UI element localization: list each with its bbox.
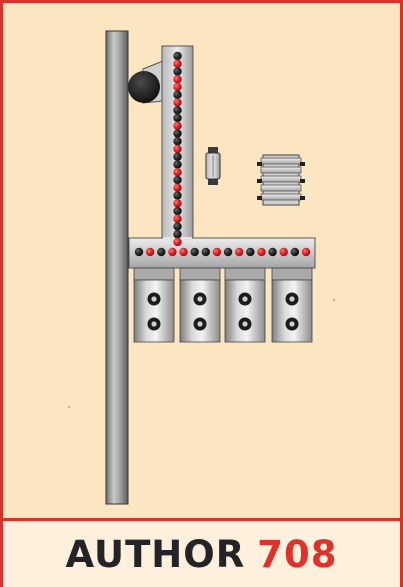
black-dot [173,106,182,115]
black-dot [246,247,255,257]
red-dot [279,247,288,257]
column-dots [173,51,182,247]
title-divider [3,518,400,521]
black-dot [173,90,182,99]
red-dot [257,247,266,257]
red-dot [301,247,311,257]
black-dot [173,191,182,200]
artwork [68,30,335,505]
module [179,267,221,343]
black-dot [268,247,277,257]
modules [133,267,313,343]
black-dot [223,247,233,257]
red-dot [179,247,188,257]
connector-block [257,154,305,206]
black-dot [173,206,182,216]
black-dot [173,51,182,61]
red-dot [173,121,182,130]
tall-bar [105,30,129,505]
black-dot [173,222,182,231]
red-dot [173,199,182,208]
black-dot [173,129,182,138]
red-dot [235,247,244,257]
black-dot [173,137,182,146]
black-dot [290,247,300,257]
module [224,267,266,343]
module [133,267,175,343]
black-dot [173,175,182,185]
fuse-cylinder [205,147,221,185]
red-dot [173,82,182,92]
title-number: 708 [257,532,338,576]
red-dot [145,247,155,257]
title-word: AUTHOR [65,532,246,576]
red-dot [173,214,182,223]
red-dot [173,183,182,192]
red-dot [173,59,182,68]
red-dot [173,75,182,84]
beam-dots [134,247,311,257]
ball-bracket [128,60,164,104]
black-dot [173,160,182,169]
module [271,267,313,343]
black-dot [173,113,182,123]
red-dot [168,247,177,257]
black-dot [173,230,182,239]
red-dot [173,237,182,247]
red-dot [212,247,222,257]
black-dot [173,152,182,161]
black-dot [173,67,182,76]
black-dot [201,247,210,257]
black-dot [157,247,166,257]
black-dot [190,247,199,257]
red-dot [173,168,182,177]
red-dot [173,98,182,107]
red-dot [173,144,182,154]
black-dot [134,247,144,257]
